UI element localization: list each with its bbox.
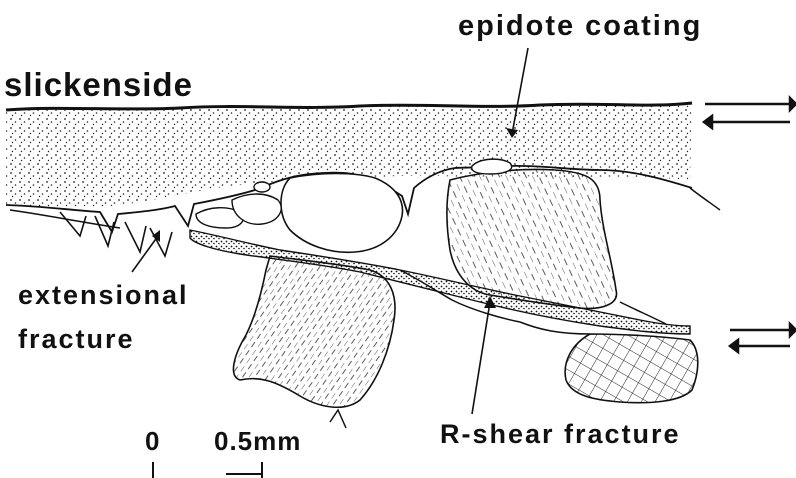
clast-small-3 xyxy=(254,182,270,192)
scale-bar xyxy=(153,462,262,478)
clast-upper-middle xyxy=(281,174,403,253)
label-fracture: fracture xyxy=(18,324,135,355)
scale-label-zero: 0 xyxy=(145,426,160,457)
shear-sense-arrows-upper xyxy=(704,98,796,128)
clast-lower-left xyxy=(233,256,395,407)
shear-sense-arrows-lower xyxy=(730,324,796,352)
label-epidote-coating: epidote coating xyxy=(458,10,702,43)
label-r-shear-fracture: R-shear fracture xyxy=(440,419,681,450)
clast-small-4 xyxy=(472,159,512,174)
scale-label-half-mm: 0.5mm xyxy=(214,426,301,457)
leader-extensional xyxy=(132,236,158,272)
label-slickenside: slickenside xyxy=(4,66,193,104)
leader-rshear xyxy=(472,302,490,414)
label-extensional: extensional xyxy=(18,280,189,311)
clast-lower-right xyxy=(565,334,698,403)
